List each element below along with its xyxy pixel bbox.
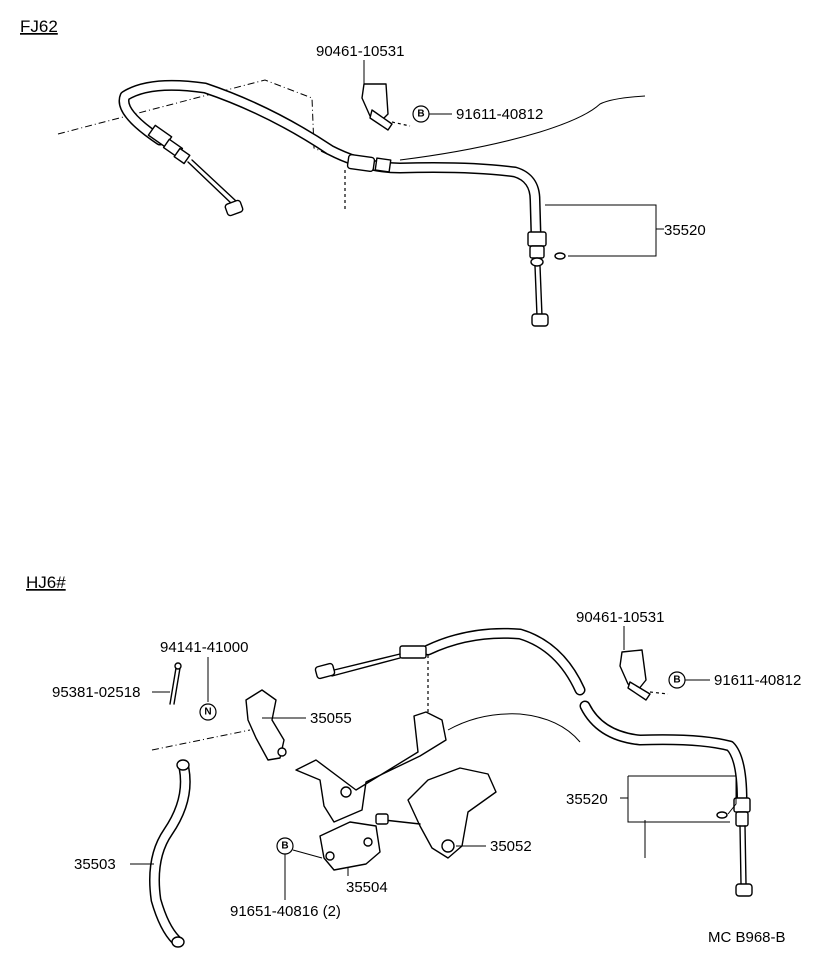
hj6-nut-badge: [199, 703, 217, 721]
fj62-labels: 90461-10531 B 91611-40812 35520: [316, 43, 706, 257]
hj6-pin-label: 95381-02518: [52, 684, 140, 701]
hj6-clamp-label: 90461-10531: [576, 609, 664, 626]
fj62-assembly: [57, 79, 646, 327]
fj62-clamp-label: 90461-10531: [316, 43, 404, 60]
hj6-cable-label: 35520: [566, 791, 608, 808]
hj6-bracket-bolt-badge-letter: B: [281, 841, 288, 852]
fj62-cable-label: 35520: [664, 222, 706, 239]
fj62-bolt-badge-letter: B: [417, 109, 424, 120]
hj6-lever-label: 35055: [310, 710, 352, 727]
hj6-labels: 90461-10531 B 91611-40812 94141-41000 N …: [52, 609, 801, 920]
section-title-fj62: FJ62: [20, 17, 58, 36]
hj6-assembly: [149, 627, 753, 948]
hj6-nut-part-label: 94141-41000: [160, 639, 248, 656]
diagram-code: MC B968-B: [708, 929, 786, 946]
hj6-bracket-label: 35504: [346, 879, 388, 896]
hj6-plate-label: 35052: [490, 838, 532, 855]
section-title-hj6: HJ6#: [26, 573, 66, 592]
hj6-nut-badge-letter: N: [204, 707, 211, 718]
hj6-rod-label: 35503: [74, 856, 116, 873]
hj6-bracket-bolt-label: 91651-40816 (2): [230, 903, 341, 920]
hj6-bolt-label: 91611-40812: [714, 672, 801, 689]
fj62-bolt-label: 91611-40812: [456, 106, 543, 123]
hj6-bolt-badge-letter: B: [673, 675, 680, 686]
